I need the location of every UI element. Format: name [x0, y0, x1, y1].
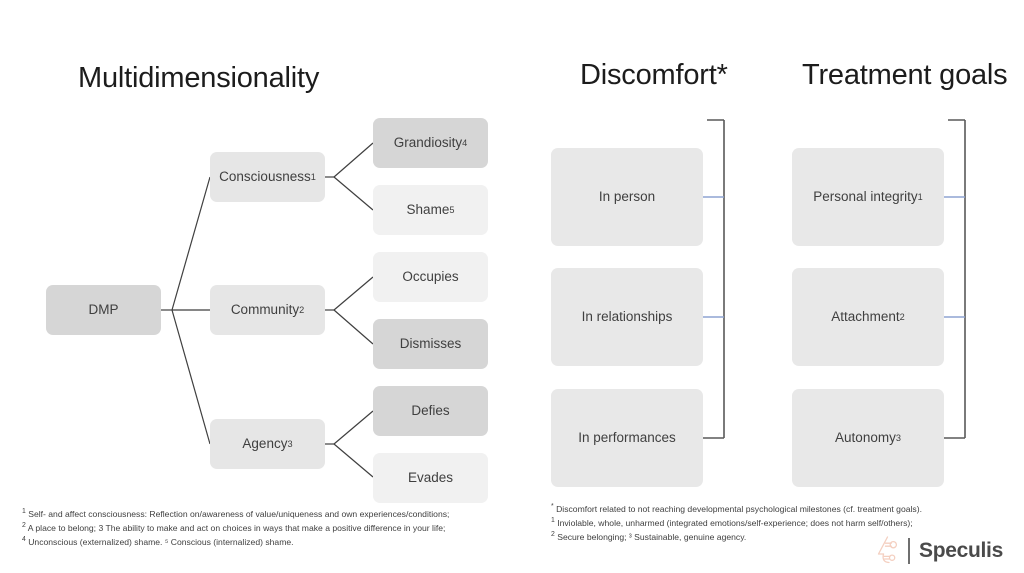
footnote-marker: 2 — [22, 522, 26, 530]
footnote-marker: * — [551, 503, 554, 511]
logo-divider — [908, 538, 910, 564]
tree-node-label: DMP — [88, 301, 119, 317]
footnote-text: A place to belong; 3 The ability to make… — [25, 522, 446, 533]
footnote-text: Secure belonging; ³ Sustainable, genuine… — [554, 531, 747, 542]
footnote-text: Unconscious (externalized) shame. ⁵ Cons… — [25, 536, 294, 547]
face-profile-icon — [877, 536, 898, 564]
tree-node-defies[interactable]: Defies — [373, 386, 488, 436]
tree-node-label: Dismisses — [399, 335, 462, 351]
tree-node-dmp[interactable]: DMP — [46, 285, 161, 335]
footnote-marker: 1 — [551, 517, 555, 525]
footnote-line: 2 A place to belong; 3 The ability to ma… — [22, 522, 449, 536]
footnote-marker: 2 — [551, 530, 555, 538]
footnote-marker: 4 — [22, 535, 26, 543]
tree-node-label: Shame — [406, 201, 450, 217]
footnote-line: * Discomfort related to not reaching dev… — [551, 503, 922, 517]
footnote-text: Inviolable, whole, unharmed (integrated … — [554, 517, 913, 528]
discomfort-item-in-performances[interactable]: In performances — [551, 389, 703, 487]
footnote-text: Discomfort related to not reaching devel… — [553, 504, 922, 514]
logo-wordmark: Speculis — [919, 539, 1003, 562]
tree-node-label: Consciousness — [219, 168, 311, 184]
footnote-line: 1 Self- and affect consciousness: Reflec… — [22, 508, 449, 522]
treatment-goal-label: Attachment — [831, 308, 900, 324]
footnotes-left: 1 Self- and affect consciousness: Reflec… — [22, 508, 449, 550]
page-title-discomfort: Discomfort* — [580, 59, 728, 91]
brand-logo: Speculis — [874, 534, 1003, 568]
treatment-goal-label: Personal integrity — [813, 188, 918, 204]
discomfort-item-label: In person — [598, 188, 656, 204]
footnote-text: Self- and affect consciousness: Reflecti… — [25, 509, 450, 519]
page-title-multidimensionality: Multidimensionality — [78, 62, 320, 94]
tree-node-evades[interactable]: Evades — [373, 453, 488, 503]
tree-node-label: Occupies — [402, 268, 459, 284]
tree-node-label: Evades — [407, 469, 454, 485]
footnotes-right: * Discomfort related to not reaching dev… — [551, 503, 922, 545]
tree-node-label: Agency — [242, 435, 288, 451]
footnote-line: 1 Inviolable, whole, unharmed (integrate… — [551, 517, 922, 531]
discomfort-item-in-relationships[interactable]: In relationships — [551, 268, 703, 366]
footnote-line: 2 Secure belonging; ³ Sustainable, genui… — [551, 531, 922, 545]
discomfort-item-label: In performances — [578, 429, 676, 445]
page-title-treatment-goals: Treatment goals — [802, 59, 1008, 91]
tree-node-occupies[interactable]: Occupies — [373, 252, 488, 302]
footnote-marker: 1 — [22, 508, 26, 516]
tree-node-label: Grandiosity — [393, 134, 463, 150]
tree-node-label: Community — [230, 301, 300, 317]
treatment-goal-label: Autonomy — [835, 429, 896, 445]
discomfort-item-in-person[interactable]: In person — [551, 148, 703, 246]
footnote-line: 4 Unconscious (externalized) shame. ⁵ Co… — [22, 536, 449, 550]
discomfort-item-label: In relationships — [581, 308, 673, 324]
tree-node-dismisses[interactable]: Dismisses — [373, 319, 488, 369]
tree-node-label: Defies — [411, 402, 450, 418]
